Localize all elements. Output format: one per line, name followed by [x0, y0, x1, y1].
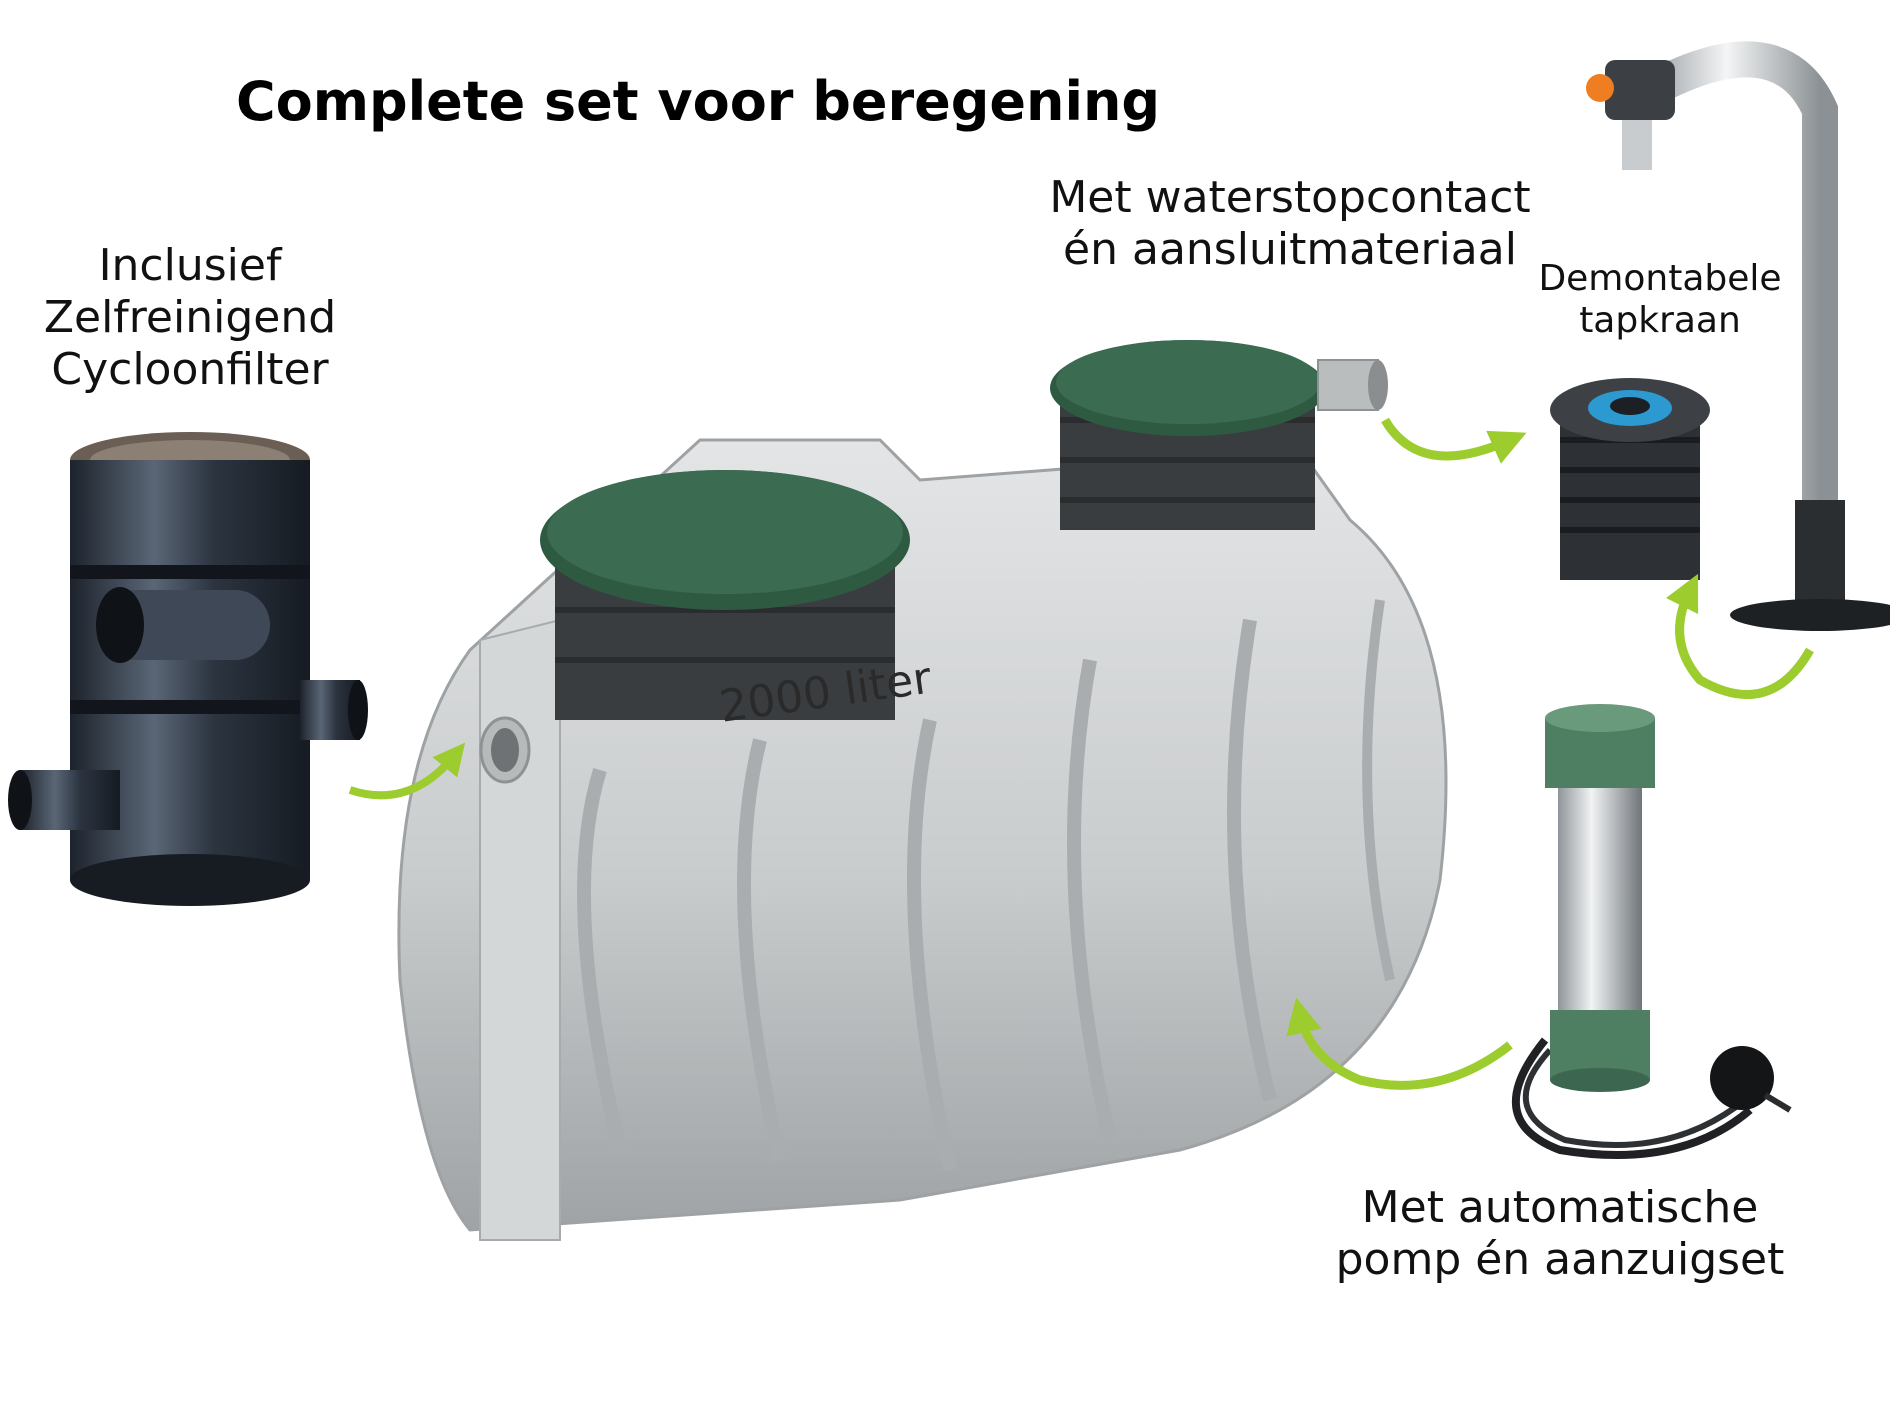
filter-caption-line: Cycloonfilter — [51, 343, 329, 395]
tap-caption-line: tapkraan — [1579, 300, 1741, 342]
arrow-standpipe-to-tap — [1665, 573, 1814, 699]
arrow-tank-to-tap — [1381, 417, 1527, 464]
arrow-pump-to-tank — [1286, 997, 1513, 1090]
page-title: Complete set voor beregening — [236, 70, 1161, 133]
flow-arrows — [348, 417, 1814, 1090]
pump-caption-line: Met automatische — [1361, 1182, 1759, 1233]
pump-caption: Met automatische pomp én aanzuigset — [1320, 1182, 1800, 1286]
tap-icon — [1550, 378, 1710, 580]
tank-icon — [397, 340, 1448, 1241]
tap-caption-line: Demontabele — [1538, 258, 1782, 299]
filter-caption: Inclusief Zelfreinigend Cycloonfilter — [20, 240, 360, 396]
connection-caption-line: én aansluitmateriaal — [1063, 223, 1517, 275]
standpipe-icon — [1586, 41, 1890, 631]
arrow-filter-to-tank — [348, 742, 466, 800]
pump-icon — [1511, 704, 1792, 1159]
filter-caption-line: Inclusief — [98, 240, 282, 291]
filter-caption-line: Zelfreinigend — [43, 291, 337, 343]
tap-caption: Demontabele tapkraan — [1520, 258, 1800, 343]
connection-caption: Met waterstopcontact én aansluitmateriaa… — [1030, 172, 1550, 276]
pump-caption-line: pomp én aanzuigset — [1335, 1233, 1785, 1285]
connection-caption-line: Met waterstopcontact — [1049, 172, 1531, 223]
cyclone-filter-icon — [8, 432, 368, 906]
